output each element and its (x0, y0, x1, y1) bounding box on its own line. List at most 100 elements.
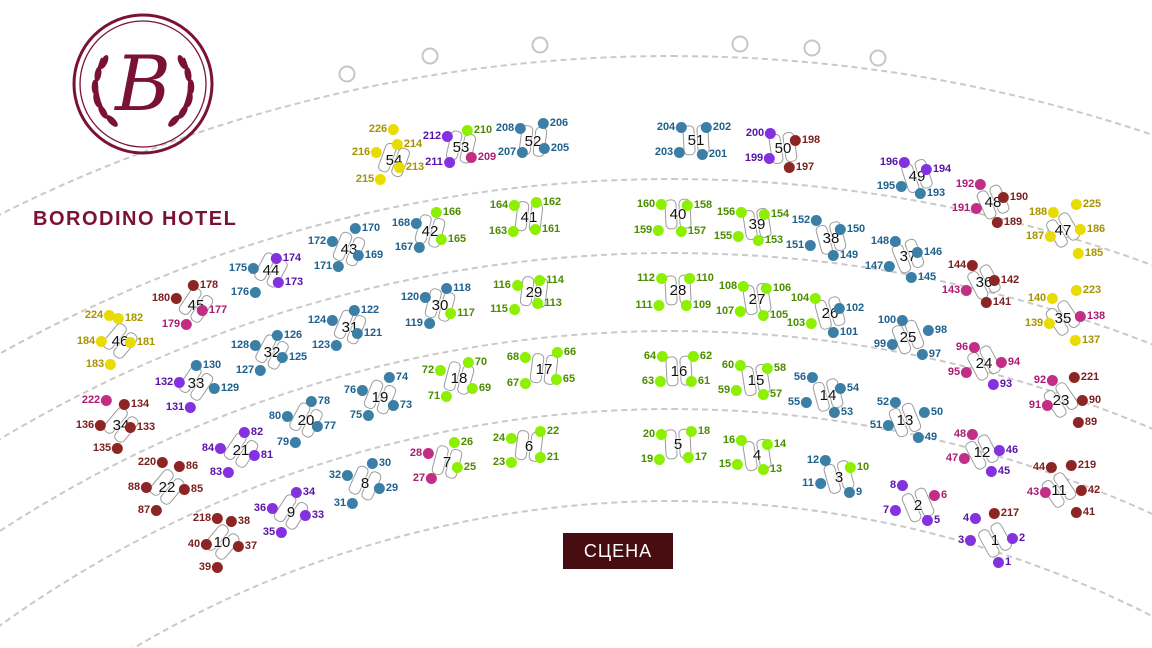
seat-37[interactable]: 37 (232, 540, 257, 552)
seat-82[interactable]: 82 (238, 426, 263, 438)
seat-163[interactable]: 163 (489, 225, 520, 237)
seat-220[interactable]: 220 (138, 456, 169, 468)
seat-34[interactable]: 34 (290, 486, 315, 498)
seat-136[interactable]: 136 (76, 419, 107, 431)
seat-81[interactable]: 81 (248, 449, 273, 461)
seat-68[interactable]: 68 (507, 351, 532, 363)
seat-149[interactable]: 149 (827, 249, 858, 261)
seat-139[interactable]: 139 (1025, 317, 1056, 329)
seat-8[interactable]: 8 (890, 479, 909, 491)
seat-45[interactable]: 45 (985, 465, 1010, 477)
seat-20[interactable]: 20 (643, 428, 668, 440)
seat-28[interactable]: 28 (410, 447, 435, 459)
seat-18[interactable]: 18 (685, 425, 710, 437)
seat-6[interactable]: 6 (928, 489, 947, 501)
seat-151[interactable]: 151 (786, 239, 817, 251)
seat-71[interactable]: 71 (428, 390, 453, 402)
seat-208[interactable]: 208 (496, 122, 527, 134)
seat-2[interactable]: 2 (1006, 532, 1025, 544)
seat-96[interactable]: 96 (956, 341, 981, 353)
seat-214[interactable]: 214 (391, 138, 422, 150)
seat-216[interactable]: 216 (352, 146, 383, 158)
seat-206[interactable]: 206 (537, 117, 568, 129)
seat-4[interactable]: 4 (963, 512, 982, 524)
seat-165[interactable]: 165 (435, 233, 466, 245)
seat-200[interactable]: 200 (746, 127, 777, 139)
seat-32[interactable]: 32 (329, 469, 354, 481)
seat-156[interactable]: 156 (717, 206, 748, 218)
seat-55[interactable]: 55 (788, 396, 813, 408)
seat-7[interactable]: 7 (883, 504, 902, 516)
seat-19[interactable]: 19 (641, 453, 666, 465)
seat-107[interactable]: 107 (716, 305, 747, 317)
seat-204[interactable]: 204 (657, 121, 688, 133)
seat-83[interactable]: 83 (210, 466, 235, 478)
seat-213[interactable]: 213 (393, 161, 424, 173)
seat-225[interactable]: 225 (1070, 198, 1101, 210)
seat-122[interactable]: 122 (348, 304, 379, 316)
seat-9[interactable]: 9 (843, 486, 862, 498)
seat-219[interactable]: 219 (1065, 459, 1096, 471)
seat-199[interactable]: 199 (745, 152, 776, 164)
seat-43[interactable]: 43 (1027, 486, 1052, 498)
seat-52[interactable]: 52 (877, 396, 902, 408)
seat-33[interactable]: 33 (299, 509, 324, 521)
seat-128[interactable]: 128 (231, 339, 262, 351)
seat-207[interactable]: 207 (498, 146, 529, 158)
seat-61[interactable]: 61 (685, 375, 710, 387)
seat-224[interactable]: 224 (85, 309, 116, 321)
seat-80[interactable]: 80 (269, 410, 294, 422)
seat-78[interactable]: 78 (305, 395, 330, 407)
seat-92[interactable]: 92 (1034, 374, 1059, 386)
seat-148[interactable]: 148 (871, 235, 902, 247)
seat-93[interactable]: 93 (987, 378, 1012, 390)
seat-21[interactable]: 21 (534, 451, 559, 463)
seat-67[interactable]: 67 (507, 377, 532, 389)
seat-77[interactable]: 77 (311, 420, 336, 432)
seat-42[interactable]: 42 (1075, 484, 1100, 496)
seat-217[interactable]: 217 (988, 507, 1019, 519)
seat-46[interactable]: 46 (993, 444, 1018, 456)
seat-154[interactable]: 154 (758, 208, 789, 220)
seat-147[interactable]: 147 (865, 260, 896, 272)
seat-103[interactable]: 103 (787, 317, 818, 329)
seat-104[interactable]: 104 (791, 292, 822, 304)
seat-210[interactable]: 210 (461, 124, 492, 136)
seat-157[interactable]: 157 (675, 225, 706, 237)
seat-211[interactable]: 211 (425, 156, 455, 168)
seat-120[interactable]: 120 (401, 291, 432, 303)
seat-47[interactable]: 47 (946, 452, 971, 464)
seat-160[interactable]: 160 (637, 198, 668, 210)
seat-44[interactable]: 44 (1033, 461, 1058, 473)
seat-14[interactable]: 14 (761, 438, 786, 450)
seat-31[interactable]: 31 (334, 497, 359, 509)
seat-153[interactable]: 153 (752, 234, 783, 246)
seat-109[interactable]: 109 (680, 299, 711, 311)
seat-30[interactable]: 30 (366, 457, 391, 469)
seat-66[interactable]: 66 (551, 346, 576, 358)
seat-26[interactable]: 26 (448, 436, 473, 448)
seat-17[interactable]: 17 (682, 451, 707, 463)
seat-91[interactable]: 91 (1029, 399, 1054, 411)
seat-138[interactable]: 138 (1074, 310, 1105, 322)
seat-168[interactable]: 168 (392, 217, 423, 229)
seat-150[interactable]: 150 (834, 223, 865, 235)
seat-29[interactable]: 29 (373, 482, 398, 494)
seat-221[interactable]: 221 (1068, 371, 1099, 383)
seat-181[interactable]: 181 (124, 336, 155, 348)
seat-115[interactable]: 115 (490, 303, 520, 315)
seat-12[interactable]: 12 (807, 454, 832, 466)
seat-187[interactable]: 187 (1026, 230, 1057, 242)
seat-191[interactable]: 191 (952, 202, 983, 214)
seat-193[interactable]: 193 (914, 187, 945, 199)
seat-172[interactable]: 172 (308, 235, 339, 247)
seat-218[interactable]: 218 (193, 512, 224, 524)
seat-105[interactable]: 105 (757, 309, 788, 321)
seat-173[interactable]: 173 (272, 276, 303, 288)
seat-205[interactable]: 205 (538, 142, 569, 154)
seat-144[interactable]: 144 (948, 259, 979, 271)
seat-190[interactable]: 190 (997, 191, 1028, 203)
seat-13[interactable]: 13 (757, 463, 782, 475)
seat-127[interactable]: 127 (236, 364, 267, 376)
seat-89[interactable]: 89 (1072, 416, 1097, 428)
